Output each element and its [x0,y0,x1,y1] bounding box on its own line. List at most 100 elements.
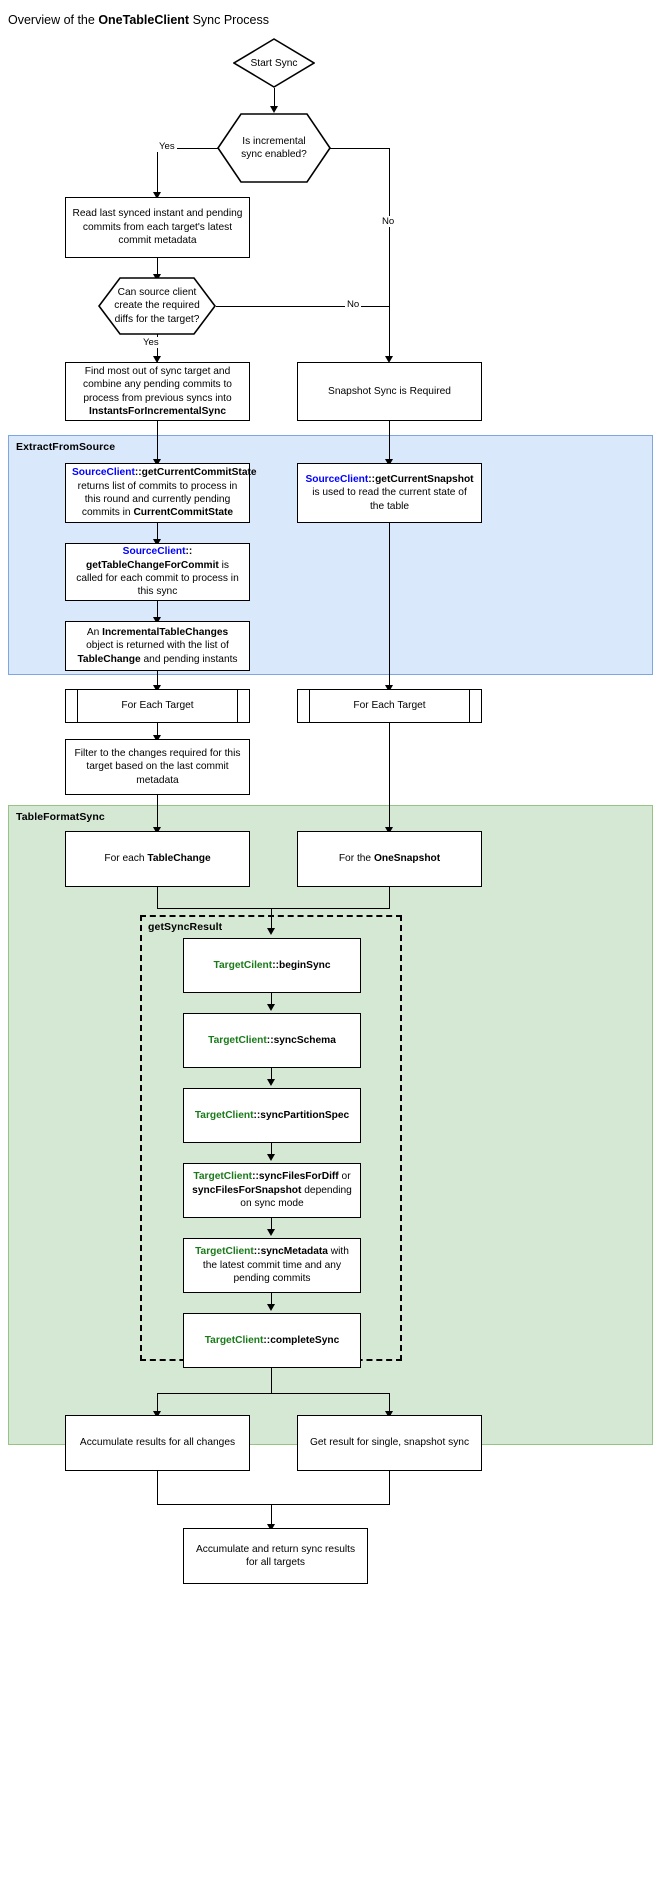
edge-label-incremental-yes: Yes [157,141,177,152]
edge-commitstate-to-tablechange [157,523,159,543]
node-complete-sync[interactable]: TargetClient::completeSync [183,1313,361,1368]
node-read-last-synced-instant-label: Read last synced instant and pending com… [72,208,243,247]
node-sync-partition-spec[interactable]: TargetClient::syncPartitionSpec [183,1088,361,1143]
bold2: syncFilesForSnapshot [192,1184,302,1196]
node-filter-changes[interactable]: Filter to the changes required for this … [65,739,250,795]
prefix: An [86,626,103,638]
edge-filter-to-foreach-tablechange [157,795,159,831]
target-client-ident: TargetClient [194,1109,254,1121]
node-accumulate-return-results-label: Accumulate and return sync results for a… [195,1543,356,1568]
method-name: syncMetadata [260,1246,328,1258]
node-get-current-snapshot-text: SourceClient::getCurrentSnapshot is used… [304,473,475,513]
edge-getsyncresult-entry [271,908,273,932]
find-line3: process from previous syncs into [83,392,232,404]
edge-beginsync-to-syncschema [271,993,273,1007]
title-prefix: Overview of the [8,13,99,27]
sep: :: [368,473,376,485]
node-find-most-out-of-sync[interactable]: Find most out of sync target and combine… [65,362,250,421]
mid: or [338,1171,351,1183]
edge-accumulate-down [157,1471,159,1505]
sep: :: [263,1334,271,1346]
node-incremental-table-changes[interactable]: An IncrementalTableChanges object is ret… [65,621,250,671]
node-get-current-commit-state[interactable]: SourceClient::getCurrentCommitState retu… [65,463,257,523]
arrow-incremental-no [385,356,393,363]
target-client-ident: TargetClient [204,1334,264,1346]
arrow-start-to-incremental [270,106,278,113]
edge-currentsnapshot-to-foreach-right [389,523,391,689]
edge-getresult-down [389,1471,391,1505]
arrow-getsyncresult-entry [267,928,275,935]
node-get-table-change-for-commit-text: SourceClient::getTableChangeForCommit is… [72,545,243,599]
method-name: completeSync [270,1334,340,1346]
bold: OneSnapshot [373,853,441,865]
node-get-table-change-for-commit[interactable]: SourceClient::getTableChangeForCommit is… [65,543,250,601]
edge-completesync-split [157,1393,390,1395]
method-name: syncPartitionSpec [260,1109,350,1121]
node-can-create-diffs[interactable]: Can source client create the required di… [98,277,216,335]
group-get-sync-result-label: getSyncResult [148,921,223,933]
node-for-each-target-right[interactable]: For Each Target [297,689,482,723]
node-for-each-target-right-label: For Each Target [353,700,426,712]
edge-find-to-commitstate [157,421,159,463]
diamond-shape-icon [233,38,315,88]
arrow-syncschema-to-partitionspec [267,1079,275,1086]
edge-incremental-yes-v [157,148,159,196]
node-for-the-one-snapshot[interactable]: For the OneSnapshot [297,831,482,887]
node-complete-sync-text: TargetClient::completeSync [190,1334,354,1347]
suffix: depending on sync mode [240,1184,352,1210]
method-name: beginSync [278,959,331,971]
node-sync-metadata[interactable]: TargetClient::syncMetadata with the late… [183,1238,361,1293]
arrow-split-right [385,1411,393,1418]
prefix: For the [338,853,374,865]
node-sync-partition-spec-text: TargetClient::syncPartitionSpec [190,1109,354,1122]
node-sync-metadata-text: TargetClient::syncMetadata with the late… [190,1245,354,1285]
group-extract-from-source-label: ExtractFromSource [16,441,116,453]
edge-completesync-down [271,1368,273,1394]
node-sync-files[interactable]: TargetClient::syncFilesForDiff or syncFi… [183,1163,361,1218]
node-for-each-table-change[interactable]: For each TableChange [65,831,250,887]
sep: :: [253,1109,261,1121]
body-text: returns list of commits to process in th… [77,480,238,519]
node-get-result-snapshot[interactable]: Get result for single, snapshot sync [297,1415,482,1471]
node-sync-schema[interactable]: TargetClient::syncSchema [183,1013,361,1068]
edge-tablechange-to-incremental [157,601,159,621]
node-start-sync[interactable]: Start Sync [233,38,315,88]
arrow-beginsync-to-syncschema [267,1004,275,1011]
arrow-split-left [153,1411,161,1418]
target-client-ident: TargetClient [193,1171,253,1183]
arrow-tablechange-to-incremental [153,617,161,624]
arrow-filter-to-foreach-tablechange [153,827,161,834]
node-begin-sync[interactable]: TargetCilent::beginSync [183,938,361,993]
hexagon-shape-icon [217,113,331,183]
group-table-format-sync-label: TableFormatSync [16,811,105,823]
bold: TableChange [147,853,211,865]
bold2: TableChange [77,653,141,665]
edge-syncschema-to-partitionspec [271,1068,273,1082]
edge-read-to-diffs [157,258,159,278]
node-get-current-commit-state-text: SourceClient::getCurrentCommitState retu… [72,466,257,520]
node-accumulate-all-changes[interactable]: Accumulate results for all changes [65,1415,250,1471]
node-read-last-synced-instant[interactable]: Read last synced instant and pending com… [65,197,250,258]
node-get-current-snapshot[interactable]: SourceClient::getCurrentSnapshot is used… [297,463,482,523]
node-accumulate-return-results[interactable]: Accumulate and return sync results for a… [183,1528,368,1584]
node-for-each-target-left[interactable]: For Each Target [65,689,250,723]
sep: :: [252,1171,259,1183]
bold1: IncrementalTableChanges [102,626,229,638]
arrow-foreach-right-to-onesnapshot [385,827,393,834]
node-find-most-out-of-sync-text: Find most out of sync target and combine… [72,365,243,419]
sep: :: [266,1034,274,1046]
target-client-ident: TargetClient [195,1246,254,1258]
node-is-incremental-sync-enabled[interactable]: Is incremental sync enabled? [217,113,331,183]
arrow-snapshot-to-currentsnapshot [385,459,393,466]
node-begin-sync-text: TargetCilent::beginSync [190,959,354,972]
node-snapshot-sync-required[interactable]: Snapshot Sync is Required [297,362,482,421]
edge-incremental-no-v [389,148,391,360]
node-accumulate-all-changes-label: Accumulate results for all changes [79,1437,236,1449]
edge-snapshot-to-currentsnapshot [389,421,391,463]
arrow-final-entry [267,1524,275,1531]
node-sync-files-text: TargetClient::syncFilesForDiff or syncFi… [190,1170,354,1210]
trailing-bold: CurrentCommitState [133,507,234,519]
edge-onesnapshot-down [389,887,391,909]
suffix: and pending instants [140,653,238,665]
